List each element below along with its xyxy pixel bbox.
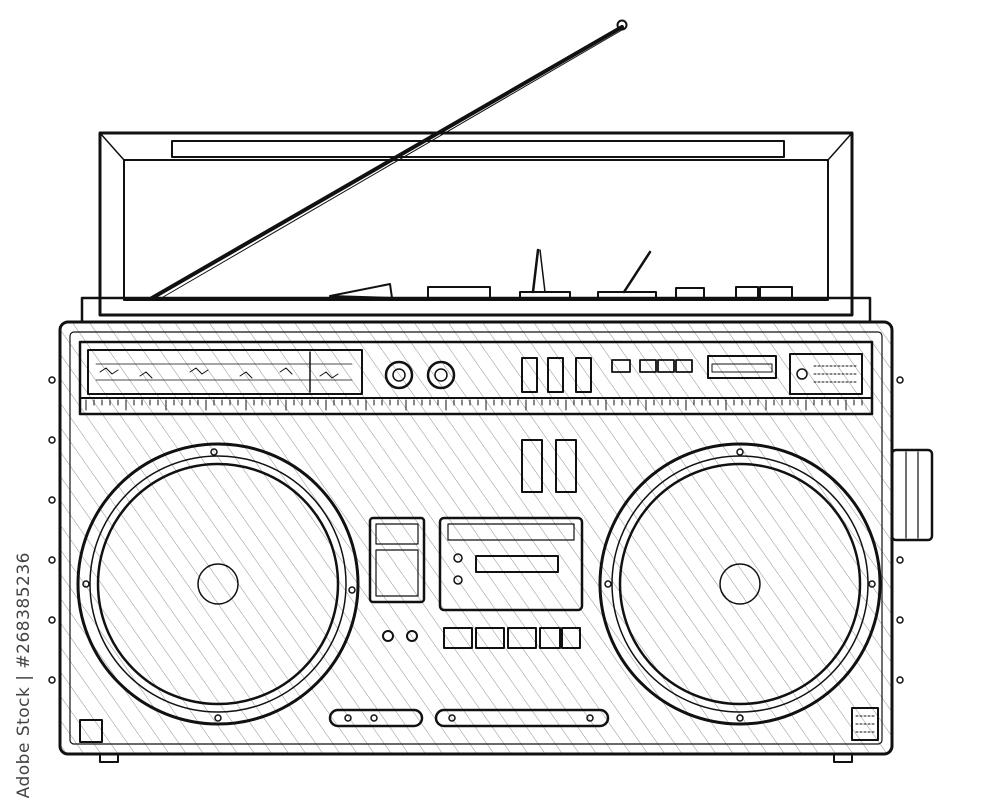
watermark-text: Adobe Stock | #268385236 bbox=[14, 552, 34, 798]
right-display bbox=[789, 353, 863, 395]
mode-buttons bbox=[611, 359, 693, 373]
transport-buttons bbox=[443, 627, 581, 649]
round-knob-2 bbox=[426, 360, 456, 390]
left-speaker bbox=[76, 442, 360, 726]
top-controls bbox=[80, 248, 872, 324]
side-rivets bbox=[48, 376, 904, 684]
antenna bbox=[150, 19, 628, 301]
tuning-scale-ticks bbox=[85, 399, 863, 411]
corner-badges bbox=[79, 707, 879, 743]
bottom-sliders bbox=[328, 708, 610, 728]
slide-switches bbox=[521, 357, 592, 393]
center-controls bbox=[368, 439, 577, 642]
level-meter bbox=[707, 355, 777, 379]
round-knob-1 bbox=[384, 360, 414, 390]
right-speaker bbox=[598, 442, 882, 726]
carry-handle bbox=[98, 131, 854, 317]
cassette-deck bbox=[438, 516, 584, 612]
control-strip bbox=[78, 340, 874, 416]
side-tuning-knob bbox=[890, 448, 934, 542]
frequency-dial bbox=[87, 349, 363, 395]
